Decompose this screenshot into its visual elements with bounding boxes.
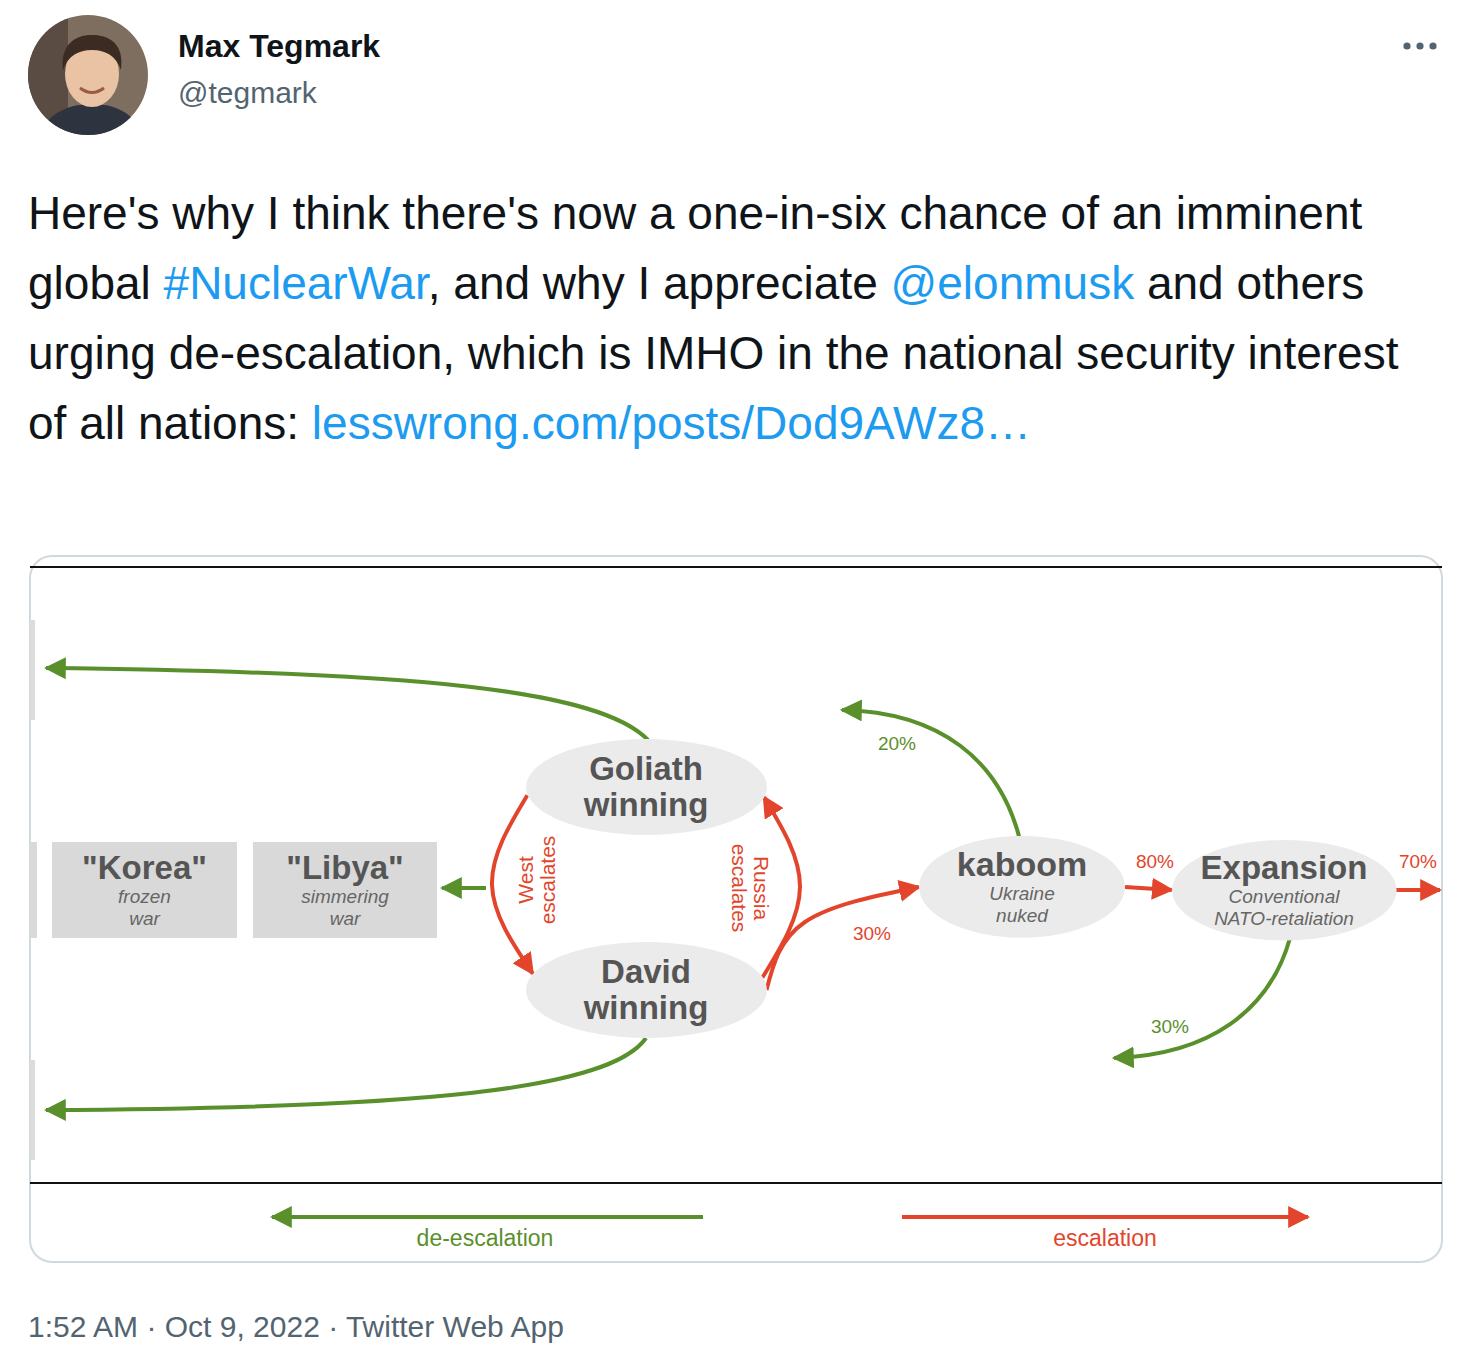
ellipse-fill — [1172, 840, 1397, 940]
media-card — [30, 556, 1442, 1262]
axis-arrow — [902, 1215, 1308, 1219]
outcome-box: "Korea"frozen war — [52, 842, 237, 938]
node-subtitle: frozen war — [107, 886, 182, 930]
hashtag: #NuclearWar — [164, 257, 428, 309]
mention: @elonmusk — [891, 257, 1135, 309]
more-menu-icon — [1403, 42, 1436, 49]
tweet-body: Here's why I think there's now a one-in-… — [28, 178, 1438, 458]
menu-dot — [1403, 42, 1410, 49]
avatar-background — [28, 15, 148, 135]
probability-label: 20% — [876, 733, 918, 755]
node-content: "Libya"simmering war — [253, 850, 437, 930]
avatar-shirt — [40, 104, 142, 135]
node-title: David winning — [556, 954, 736, 1027]
escalation-arrow — [1392, 888, 1440, 892]
escalation-connector — [767, 887, 920, 990]
ellipse-fill — [526, 942, 767, 1038]
node-subtitle: Conventional NATO-retaliation — [1204, 886, 1364, 930]
de-escalation-arrow — [442, 886, 486, 890]
node-title: "Libya" — [286, 850, 403, 886]
author-handle: @tegmark — [178, 76, 317, 110]
outcome-box: "Libya"simmering war — [253, 842, 437, 938]
node-title: Goliath winning — [556, 751, 736, 824]
avatar-hair — [63, 35, 122, 70]
cut-box — [30, 620, 35, 720]
link: lesswrong.com/posts/Dod9AWz8… — [312, 397, 1031, 449]
ellipse-fill — [919, 836, 1125, 938]
node-content: kaboomUkraine nuked — [919, 846, 1125, 927]
ellipse-fill — [526, 739, 767, 835]
node-content: David winning — [526, 954, 767, 1027]
node-title: Expansion — [1201, 850, 1368, 886]
probability-label: 70% — [1397, 851, 1439, 873]
state-ellipse: ExpansionConventional NATO-retaliation — [1172, 840, 1397, 940]
timestamp: 1:52 AM · Oct 9, 2022 · Twitter Web App — [28, 1310, 564, 1344]
node-subtitle: Ukraine nuked — [977, 884, 1067, 928]
tweet-text: , and why I appreciate — [428, 257, 878, 309]
node-subtitle: simmering war — [295, 886, 395, 930]
cut-box — [30, 1060, 35, 1160]
de-escalation-arrow — [46, 668, 648, 740]
probability-label: 80% — [1134, 852, 1176, 872]
state-ellipse: Goliath winning — [526, 739, 767, 835]
layout-arrows — [46, 668, 1440, 1217]
de-escalation-arrow — [1114, 938, 1290, 1058]
axis-label: escalation — [1051, 1225, 1159, 1252]
axis-label: de-escalation — [415, 1225, 556, 1252]
escalation-connector — [1125, 887, 1172, 890]
node-content: Goliath winning — [526, 751, 767, 824]
node-title: kaboom — [957, 846, 1087, 883]
edge-label: West escalates — [515, 828, 559, 932]
de-escalation-arrow — [46, 1038, 646, 1110]
avatar-smile — [80, 88, 104, 93]
menu-dot — [1416, 42, 1423, 49]
probability-label: 30% — [1149, 1016, 1191, 1038]
node-content: "Korea"frozen war — [52, 850, 237, 930]
avatar — [28, 15, 148, 135]
menu-dot — [1429, 42, 1436, 49]
probability-label: 30% — [851, 924, 893, 944]
de-escalation-arrow — [842, 710, 1020, 840]
author-name: Max Tegmark — [178, 28, 380, 65]
cut-box — [30, 842, 37, 938]
frame-line — [30, 1182, 1442, 1184]
node-content: ExpansionConventional NATO-retaliation — [1172, 850, 1397, 930]
axis-arrow — [272, 1215, 703, 1219]
frame-line — [30, 566, 1442, 568]
edge-label: Russia escalates — [728, 836, 772, 940]
state-ellipse: David winning — [526, 942, 767, 1038]
state-ellipse: kaboomUkraine nuked — [919, 836, 1125, 938]
node-title: "Korea" — [82, 850, 207, 886]
